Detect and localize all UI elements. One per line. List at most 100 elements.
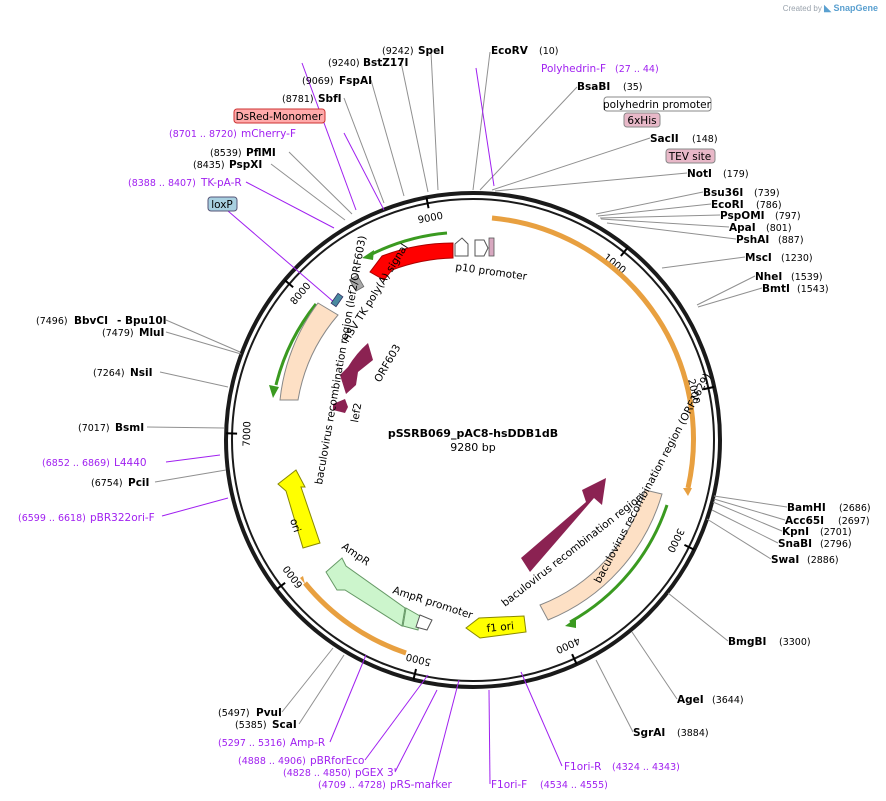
site-pshai: PshAI <box>736 234 769 246</box>
site-leader-line <box>597 203 712 217</box>
site-acc65i: Acc65I <box>785 515 824 527</box>
primer-f1ori-r: F1ori-R <box>564 761 601 773</box>
site-pos-noti: (179) <box>723 169 749 180</box>
primer-range-f1ori-r: (4324 .. 4343) <box>612 762 680 773</box>
site-leader-line <box>154 469 227 483</box>
polyhedrin-promoter-arrow <box>474 239 489 257</box>
primer-leader-line <box>475 67 495 187</box>
site-pos-pspxi: (8435) <box>193 160 225 171</box>
tick-mark <box>412 668 418 680</box>
site-apai: ApaI <box>729 222 756 234</box>
site-leader-line <box>599 214 721 219</box>
site-leader-line <box>165 319 241 353</box>
site-pos-nsii: (7264) <box>93 368 125 379</box>
primer-leader-line <box>161 497 229 517</box>
orf603-label: ORF603 <box>372 342 403 384</box>
site-pos-apai: (801) <box>766 223 792 234</box>
site-pos-bstz17i: (9240) <box>328 58 360 69</box>
site-leader-line <box>146 426 225 429</box>
site-bamhi: BamHI <box>787 502 826 514</box>
site-pspomi: PspOMI <box>720 210 765 222</box>
green-arrow-top <box>369 231 448 257</box>
lef2-cds <box>333 399 348 413</box>
site-bstz17i: BstZ17I <box>363 57 408 69</box>
primer-range-tk-pa-r: (8388 .. 8407) <box>128 178 196 189</box>
site-leader-line <box>494 172 688 192</box>
primer-range-pbrforeco: (4888 .. 4906) <box>238 756 306 767</box>
site-pos-ecorv: (10) <box>539 46 559 57</box>
site-leader-line <box>165 331 242 355</box>
site-pos-pvui: (5497) <box>218 708 250 719</box>
site-pos-bbvci: (7496) <box>36 316 68 327</box>
ampr-end-block <box>402 607 421 631</box>
primer-leader-line <box>488 689 491 785</box>
site-pos-agei: (3644) <box>712 695 744 706</box>
ampr-promoter-arrow <box>415 614 433 631</box>
tick-label: 7000 <box>242 421 254 447</box>
site-nsii: NsiI <box>130 367 153 379</box>
tick-label: 8000 <box>289 281 314 308</box>
site-pspxi: PspXI <box>229 159 262 171</box>
site-pos-nhei: (1539) <box>791 272 823 283</box>
tick-mark <box>571 653 578 665</box>
f1-ori-label: f1 ori <box>486 620 514 635</box>
tick-label: 9000 <box>417 211 444 227</box>
orf1629-cds <box>521 478 606 572</box>
snapgene-brand: SnapGene <box>833 3 878 13</box>
site-pos-pshai: (887) <box>778 235 804 246</box>
recombination-region-orf1629 <box>539 489 663 621</box>
site-sbfi: SbfI <box>318 93 342 105</box>
site-pos-swai: (2886) <box>807 555 839 566</box>
site-pos-pflmi: (8539) <box>210 148 242 159</box>
primer-range-prs-marker: (4709 .. 4728) <box>318 780 386 791</box>
site-noti: NotI <box>687 168 712 180</box>
site-leader-line <box>713 498 786 521</box>
site-pos-msci: (1230) <box>781 253 813 264</box>
primer-polyhedrin-f: Polyhedrin-F <box>541 63 606 75</box>
primer-leader-line <box>329 654 367 743</box>
ampr-cds <box>325 557 406 627</box>
site-pos-bmgbi: (3300) <box>779 637 811 648</box>
site-leader-line <box>281 647 334 713</box>
primer-leader-line <box>394 689 438 773</box>
snapgene-logo: ◣ SnapGene <box>824 3 878 13</box>
tev-box-label: TEV site <box>668 151 712 163</box>
site-pos-bmti: (1543) <box>797 284 829 295</box>
primer-leader-line <box>245 181 335 229</box>
primer-leader-line <box>227 210 336 304</box>
loxp-box-label: loxP <box>211 199 233 211</box>
site-leader-line <box>661 256 746 269</box>
site-leader-line <box>595 191 704 215</box>
tick-label: 6000 <box>281 563 305 590</box>
site-bmti: BmtI <box>762 283 790 295</box>
site-leader-line <box>288 151 353 215</box>
site-leader-line <box>712 501 783 532</box>
primer-amp-r: Amp-R <box>290 737 325 749</box>
orange-feature-left <box>303 581 407 656</box>
his-tev-block <box>488 237 495 257</box>
tick-mark <box>284 279 294 288</box>
site-pos-pspomi: (797) <box>775 211 801 222</box>
p10-promoter-label: p10 promoter <box>455 261 529 283</box>
loxp-box <box>207 196 238 212</box>
credit-text: Created by <box>782 4 822 13</box>
tick-label: 4000 <box>554 634 582 655</box>
snapgene-credit: Created by ◣ SnapGene <box>783 3 878 14</box>
dsred-box-label: DsRed-Monomer <box>236 111 324 123</box>
site-bbvci: BbvCI <box>74 315 108 327</box>
f1-ori-feature <box>465 615 527 639</box>
site-ecorv: EcoRV <box>491 45 529 57</box>
site-pos-bsmi: (7017) <box>78 423 110 434</box>
primer-leader-line <box>364 674 429 761</box>
dsred-monomer-cds <box>369 242 454 281</box>
site-pos-kpni: (2701) <box>820 527 852 538</box>
primer-leader-line <box>520 671 563 767</box>
site-pos-spei: (9242) <box>382 46 414 57</box>
site-labels: (9242) SpeI EcoRV (10) (9240) BstZ17I (9… <box>36 45 871 739</box>
site-fspai: FspAI <box>339 75 372 87</box>
site-leader-line <box>430 51 439 191</box>
primer-leader-line <box>431 679 460 785</box>
site-pos-bamhi: (2686) <box>839 503 871 514</box>
site-leader-line <box>270 163 346 221</box>
site-bpu10i: - Bpu10I <box>117 315 167 327</box>
